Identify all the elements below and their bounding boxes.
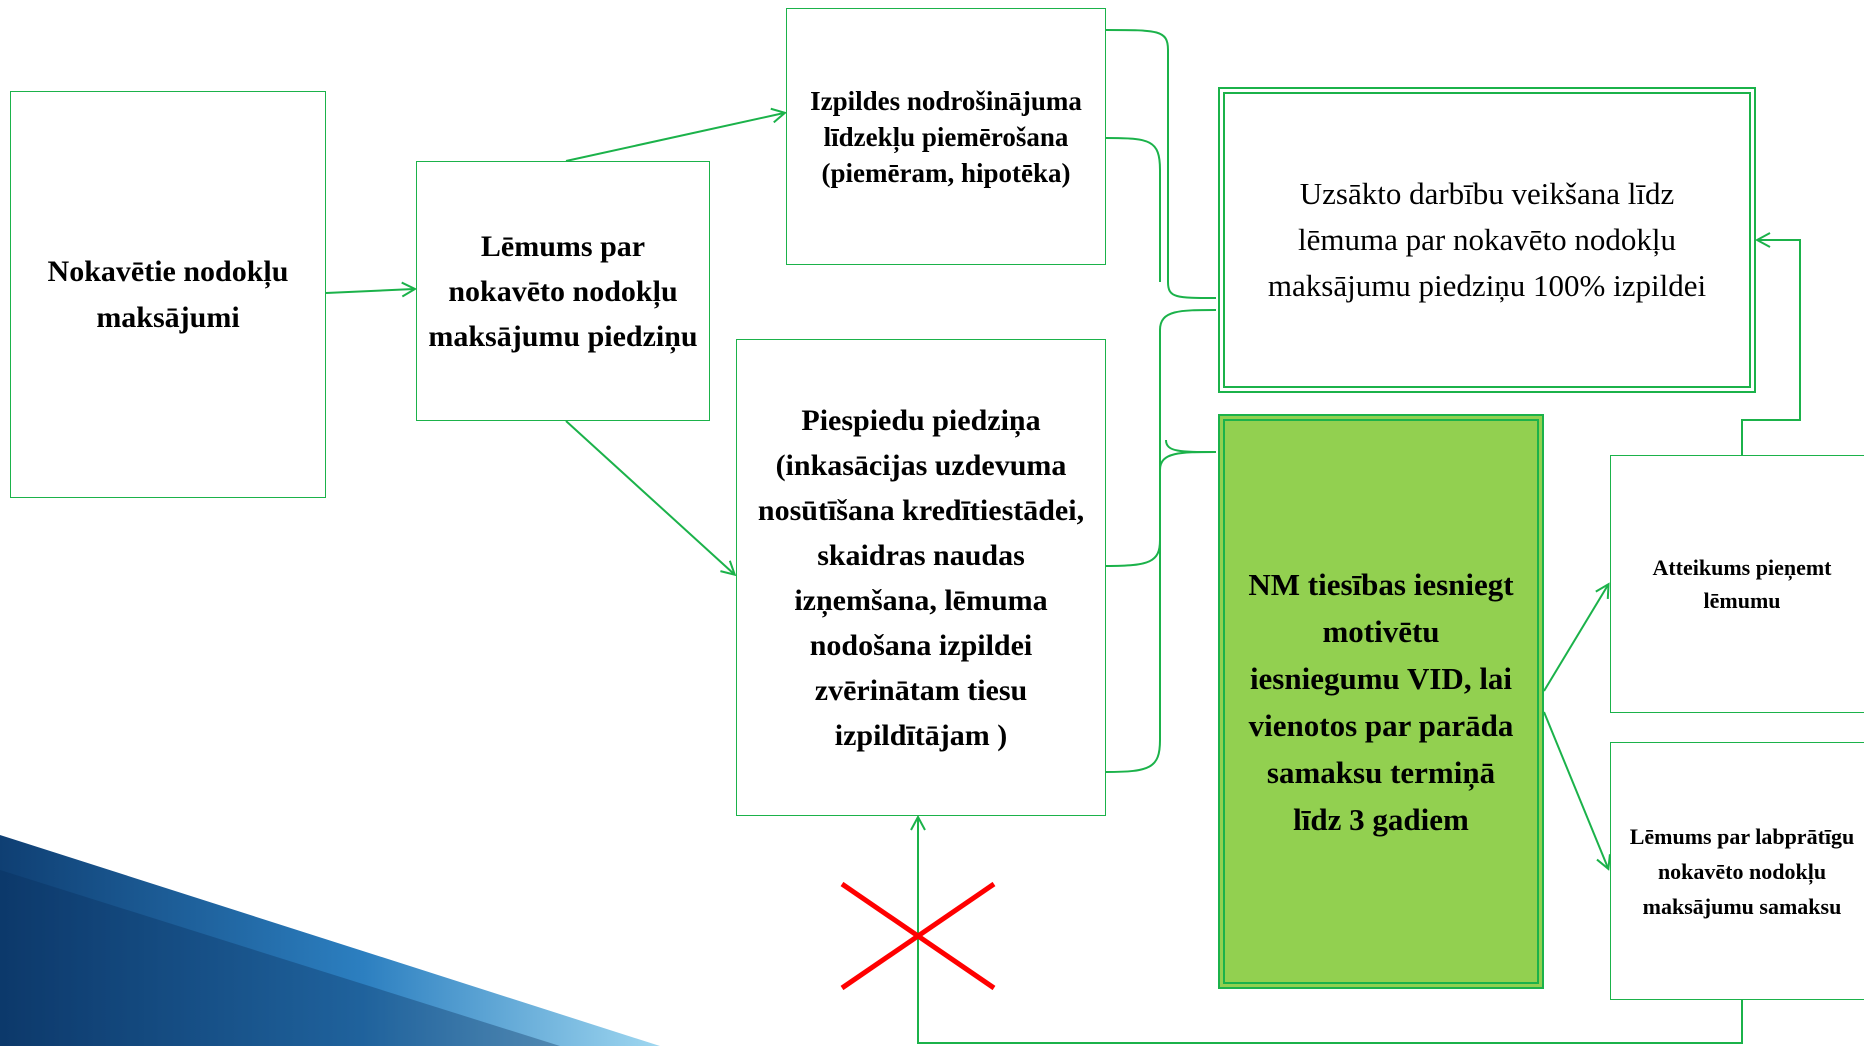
box-uzsakto-label: Uzsākto darbību veikšana līdz lēmuma par… (1267, 176, 1707, 303)
box-nokavetie-maksajumi: Nokavētie nodokļu maksājumi (10, 91, 326, 498)
box-lemums-piedzinu: Lēmums par nokavēto nodokļu maksājumu pi… (416, 161, 710, 421)
box-atteikums: Atteikums pieņemt lēmumu (1610, 455, 1864, 713)
box-atteikums-label: Atteikums pieņemt lēmumu (1652, 555, 1832, 613)
box-izpildes-nodrosinajums: Izpildes nodrošinājuma līdzekļu piemēroš… (786, 8, 1106, 265)
box-uzsakto-darbibu: Uzsākto darbību veikšana līdz lēmuma par… (1218, 87, 1756, 393)
box-piespiedu-label: Piespiedu piedziņa (inkasācijas uzdevuma… (757, 403, 1085, 752)
box-lemums-label: Lēmums par nokavēto nodokļu maksājumu pi… (428, 229, 698, 353)
box-nokavetie-label: Nokavētie nodokļu maksājumi (47, 254, 289, 334)
box-nm-label: NM tiesības iesniegt motivētu iesniegumu… (1248, 566, 1514, 837)
box-piespiedu-piedzina: Piespiedu piedziņa (inkasācijas uzdevuma… (736, 339, 1106, 816)
box-lemums2-label: Lēmums par labprātīgu nokavēto nodokļu m… (1629, 823, 1855, 919)
box-izpildes-label: Izpildes nodrošinājuma līdzekļu piemēroš… (810, 85, 1082, 188)
box-lemums-labpratigu: Lēmums par labprātīgu nokavēto nodokļu m… (1610, 742, 1864, 1000)
cross-mark-icon (840, 881, 996, 991)
box-nm-tiesibas: NM tiesības iesniegt motivētu iesniegumu… (1218, 414, 1544, 989)
